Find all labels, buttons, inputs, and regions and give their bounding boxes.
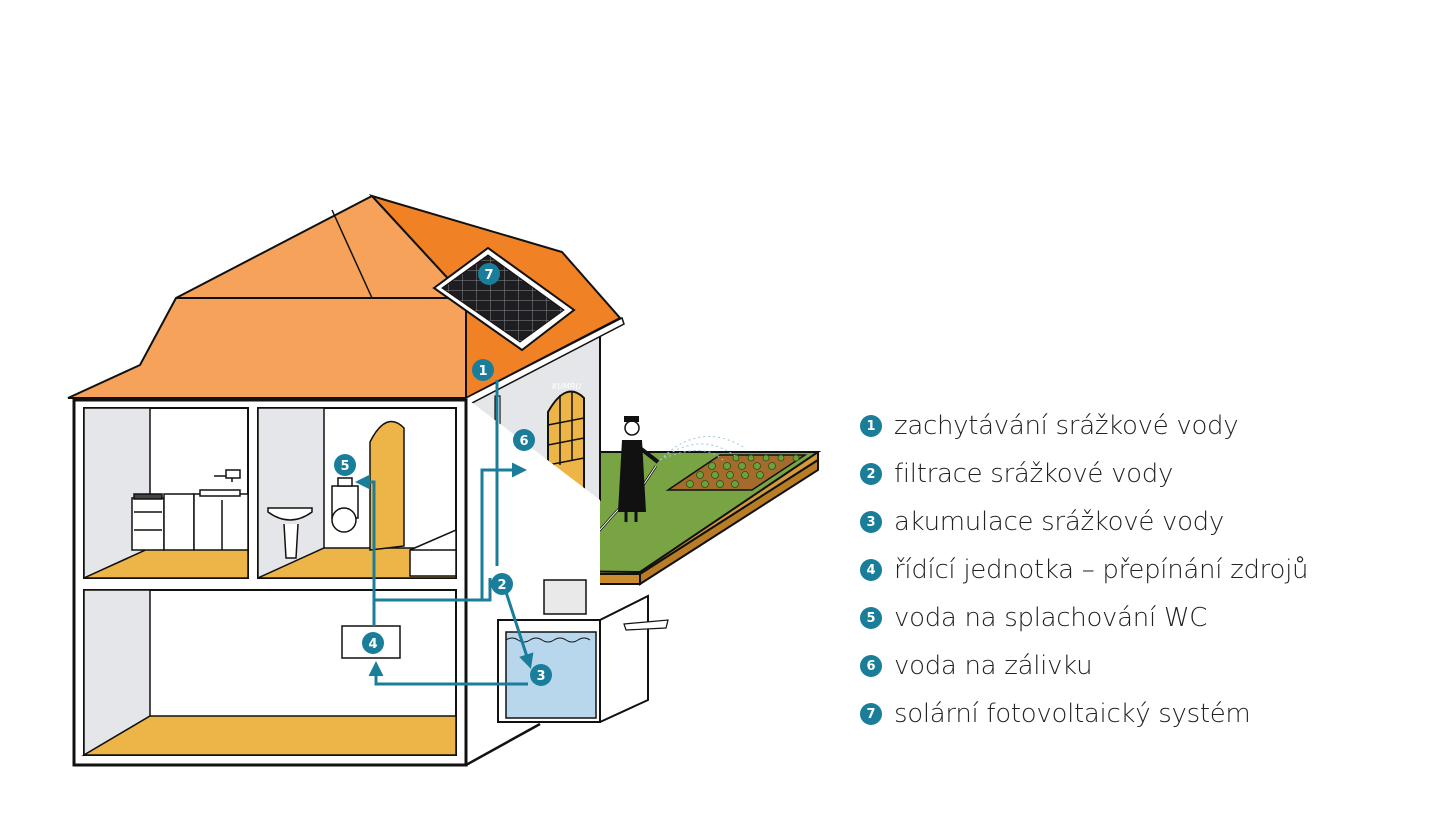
legend-item: 4 řídící jednotka – přepínání zdrojů [860, 546, 1420, 594]
legend-label: řídící jednotka – přepínání zdrojů [894, 555, 1309, 585]
legend-label: voda na splachování WC [894, 603, 1208, 633]
storage-tank [497, 579, 669, 723]
bathroom-furniture [267, 420, 457, 577]
legend-label: akumulace srážkové vody [894, 507, 1224, 537]
marker-2: 2 [491, 573, 513, 595]
numbered-circle-icon: 3 [860, 511, 882, 533]
gardener-figure [618, 416, 746, 522]
marker-1: 1 [472, 359, 494, 381]
marker-4: 4 [362, 632, 384, 654]
svg-text:5: 5 [340, 459, 349, 474]
svg-text:2: 2 [497, 578, 506, 593]
legend-list: 1 zachytávání srážkové vody 2 filtrace srá… [860, 402, 1420, 738]
legend-item: 3 akumulace srážkové vody [860, 498, 1420, 546]
numbered-circle-icon: 1 [860, 415, 882, 437]
svg-text:4: 4 [368, 637, 377, 652]
marker-7: 7 [478, 263, 500, 285]
kitchen-furniture [131, 469, 249, 551]
legend-item: 2 filtrace srážkové vody [860, 450, 1420, 498]
solar-panel [432, 246, 576, 352]
numbered-circle-icon: 6 [860, 655, 882, 677]
marker-3: 3 [530, 664, 552, 686]
legend-label: zachytávání srážkové vody [894, 411, 1239, 441]
legend-label: voda na zálivku [894, 651, 1093, 681]
door-sign: KUMRU [552, 382, 581, 391]
marker-5: 5 [334, 454, 356, 476]
numbered-circle-icon: 5 [860, 607, 882, 629]
numbered-circle-icon: 7 [860, 703, 882, 725]
legend-label: filtrace srážkové vody [894, 459, 1174, 489]
svg-text:3: 3 [536, 669, 545, 684]
svg-text:6: 6 [519, 434, 528, 449]
svg-text:1: 1 [478, 364, 487, 379]
numbered-circle-icon: 4 [860, 559, 882, 581]
marker-6: 6 [513, 429, 535, 451]
legend-item: 7 solární fotovoltaický systém [860, 690, 1420, 738]
legend-item: 1 zachytávání srážkové vody [860, 402, 1420, 450]
legend-item: 5 voda na splachování WC [860, 594, 1420, 642]
svg-text:7: 7 [484, 268, 493, 283]
numbered-circle-icon: 2 [860, 463, 882, 485]
legend-label: solární fotovoltaický systém [894, 699, 1251, 729]
water-flow-lines [355, 380, 534, 686]
legend-item: 6 voda na zálivku [860, 642, 1420, 690]
